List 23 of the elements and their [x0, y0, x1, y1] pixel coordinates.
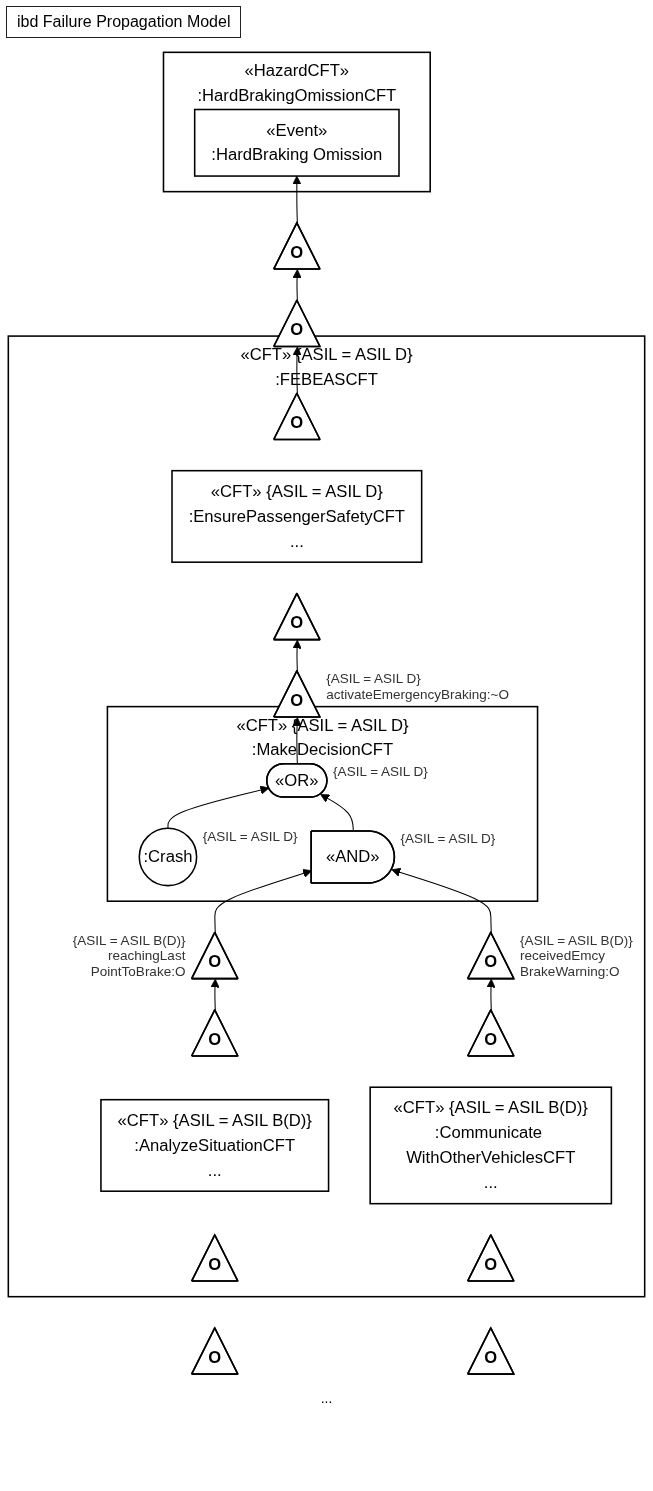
- annotation-text: {ASIL = ASIL D}: [400, 831, 496, 847]
- node-box: «CFT» {ASIL = ASIL B(D)} :AnalyzeSituationCFT ...: [100, 1098, 330, 1192]
- arrow: [391, 867, 492, 934]
- annotation-text: {ASIL = ASIL B(D)} reachingLast PointToBrake:O: [72, 932, 186, 980]
- arrow: [486, 978, 496, 1011]
- arrow: [292, 639, 302, 672]
- annotation-text: {ASIL = ASIL D}: [202, 828, 298, 844]
- node-box: «CFT» {ASIL = ASIL B(D)} :Communicate WithOtherVehiclesCFT ...: [369, 1086, 613, 1205]
- node-box: «CFT» {ASIL = ASIL D} :EnsurePassengerSafetyCFT ...: [171, 469, 423, 563]
- note-text: ...: [319, 1390, 334, 1407]
- annotation-text: {ASIL = ASIL D} activateEmergencyBraking:~O: [326, 671, 509, 702]
- arrow: [320, 793, 354, 832]
- annotation-text: {ASIL = ASIL D}: [333, 764, 428, 780]
- diagram-title: ibd Failure Propagation Model: [6, 6, 242, 38]
- arrow: [210, 978, 220, 1011]
- annotation-text: {ASIL = ASIL B(D)} receivedEmcy BrakeWarning:O: [520, 932, 633, 980]
- node-circle: :Crash: [138, 827, 198, 887]
- arrow: [167, 785, 270, 829]
- arrow: [292, 269, 302, 302]
- arrow: [292, 717, 302, 765]
- arrow: [292, 346, 302, 395]
- arrow: [292, 175, 302, 224]
- node-box: «Event» :HardBraking Omission: [193, 108, 400, 177]
